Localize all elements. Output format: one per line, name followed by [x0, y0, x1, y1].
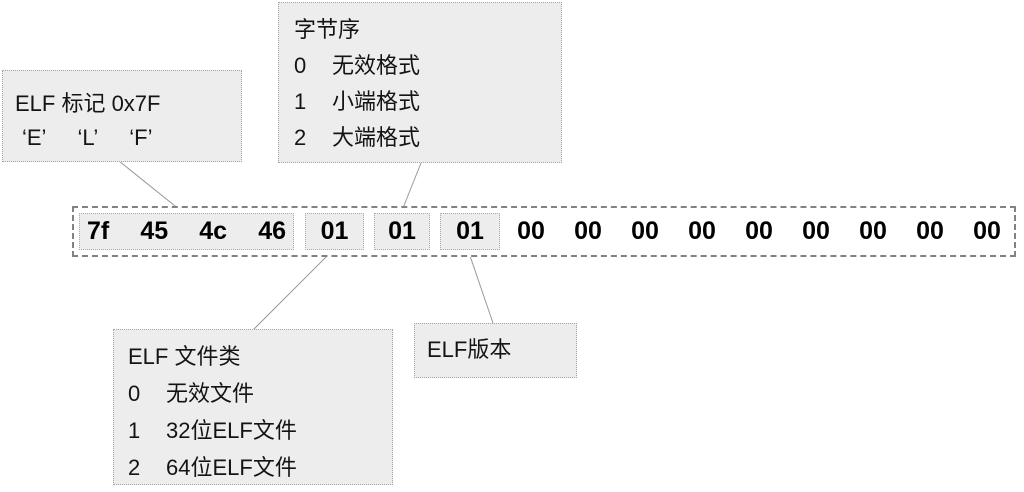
- note-elf-magic-chars: ‘E’ ‘L’ ‘F’: [15, 125, 241, 151]
- zero-byte-4: 00: [745, 217, 773, 245]
- file-class-row-0: 0 无效文件: [128, 375, 392, 412]
- byte-order-row-2-num: 2: [294, 125, 307, 150]
- file-class-byte-cell: 01: [305, 213, 364, 250]
- zero-byte-2: 00: [631, 217, 659, 245]
- byte-order-row-1-num: 1: [294, 89, 307, 114]
- magic-byte-3: 46: [258, 217, 286, 245]
- byte-order-row-0-num: 0: [294, 53, 307, 78]
- note-file-class-title: ELF 文件类: [128, 344, 241, 369]
- version-byte-cell: 01: [440, 213, 500, 250]
- note-elf-version-title: ELF版本: [427, 337, 512, 362]
- note-file-class: ELF 文件类 0 无效文件 1 32位ELF文件 2 64位ELF文件: [113, 329, 393, 485]
- magic-byte-1: 45: [140, 217, 169, 245]
- zero-byte-5: 00: [802, 217, 830, 245]
- byte-order-byte-cell: 01: [374, 213, 430, 250]
- magic-byte-2: 4c: [199, 217, 228, 245]
- file-class-row-2-label: 64位ELF文件: [166, 455, 297, 480]
- file-class-row-1: 1 32位ELF文件: [128, 412, 392, 449]
- file-class-row-0-num: 0: [128, 381, 141, 406]
- file-class-row-1-label: 32位ELF文件: [166, 418, 297, 443]
- file-class-row-0-label: 无效文件: [166, 381, 255, 406]
- file-class-row-1-num: 1: [128, 418, 141, 443]
- note-elf-magic: ELF 标记 0x7F ‘E’ ‘L’ ‘F’: [2, 70, 242, 162]
- zero-byte-7: 00: [916, 217, 944, 245]
- byte-order-row-2: 2 大端格式: [294, 120, 561, 156]
- byte-order-row-0: 0 无效格式: [294, 48, 561, 84]
- magic-char-e: ‘E’: [22, 125, 47, 150]
- zero-byte-0: 00: [517, 217, 545, 245]
- zero-byte-6: 00: [859, 217, 887, 245]
- byte-order-row-2-label: 大端格式: [332, 125, 421, 150]
- zero-byte-1: 00: [574, 217, 602, 245]
- note-elf-magic-title: ELF 标记 0x7F: [15, 91, 161, 116]
- connector-file-class: [252, 249, 334, 331]
- connector-version: [467, 249, 494, 324]
- note-byte-order-title: 字节序: [294, 17, 361, 42]
- file-class-row-2-num: 2: [128, 455, 141, 480]
- file-class-row-2: 2 64位ELF文件: [128, 449, 392, 486]
- hex-byte-row: 7f 45 4c 46 01 01 01 00 00 00 00 00 00 0…: [72, 206, 1016, 257]
- byte-order-row-1-label: 小端格式: [332, 89, 421, 114]
- magic-char-f: ‘F’: [129, 125, 153, 150]
- note-byte-order: 字节序 0 无效格式 1 小端格式 2 大端格式: [278, 2, 562, 163]
- zero-byte-8: 00: [973, 217, 1001, 245]
- note-elf-version: ELF版本: [414, 323, 577, 378]
- byte-order-row-1: 1 小端格式: [294, 84, 561, 120]
- zero-byte-3: 00: [688, 217, 716, 245]
- magic-bytes-cell: 7f 45 4c 46: [79, 213, 294, 250]
- byte-order-row-0-label: 无效格式: [332, 53, 421, 78]
- magic-char-l: ‘L’: [77, 125, 99, 150]
- magic-byte-0: 7f: [87, 217, 110, 245]
